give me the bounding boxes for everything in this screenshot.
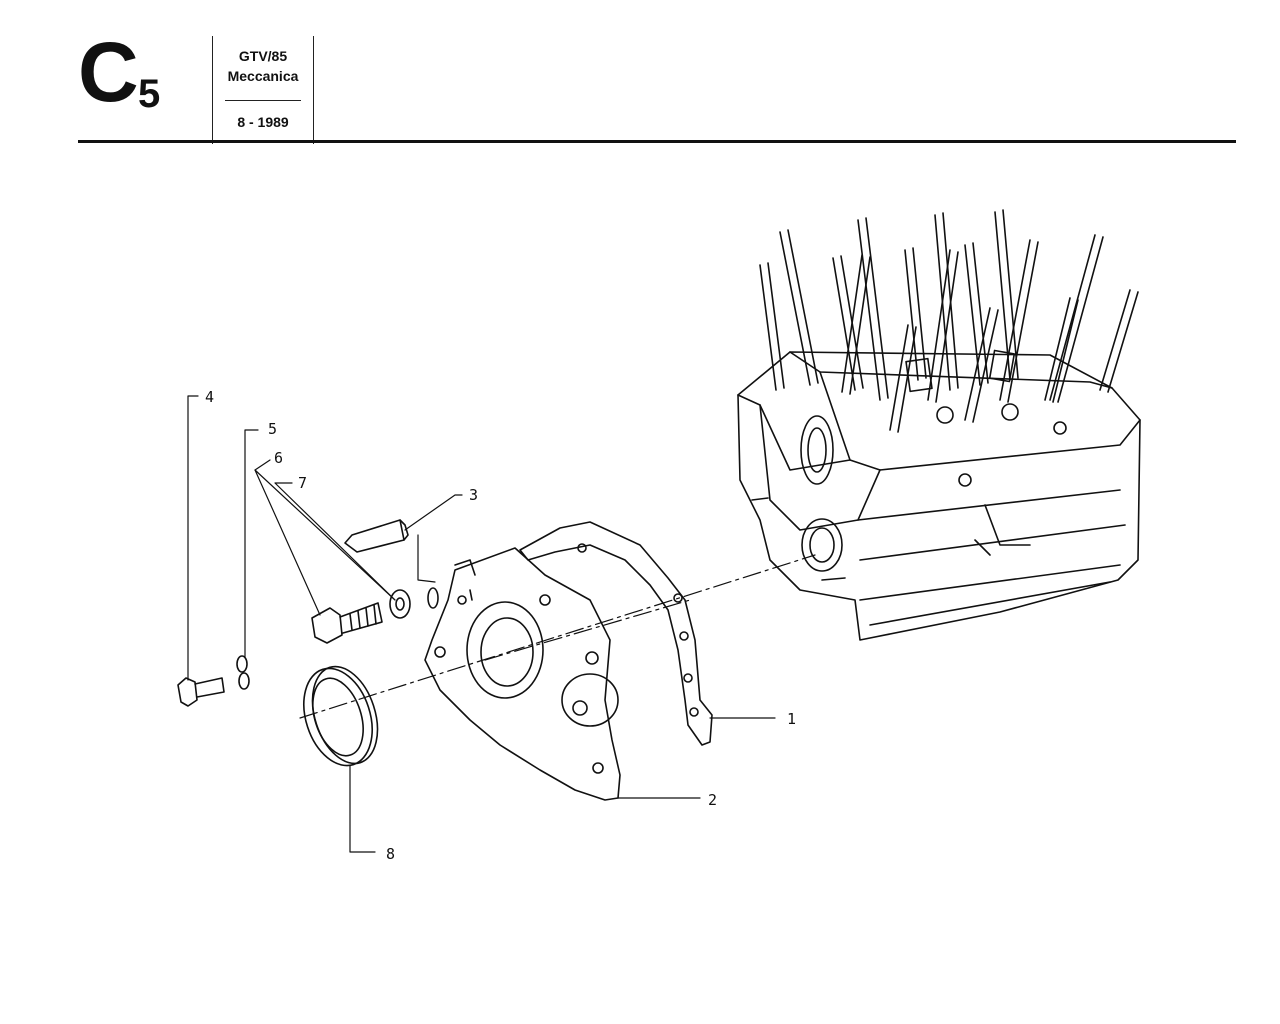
- callout-label-4: 4: [205, 388, 214, 406]
- group-label: Meccanica: [227, 68, 299, 84]
- callout-label-7: 7: [298, 474, 307, 492]
- lock-washer-part-5: [236, 655, 250, 690]
- screw-part-4: [177, 677, 225, 707]
- bolt-part-6: [311, 602, 383, 644]
- title-divider: [225, 100, 301, 101]
- model-label: GTV/85: [238, 48, 288, 64]
- callout-label-2: 2: [708, 791, 717, 809]
- callout-label-8: 8: [386, 845, 395, 863]
- assembly-centerlines: [299, 554, 816, 719]
- callout-label-3: 3: [469, 486, 478, 504]
- date-label: 8 - 1989: [237, 114, 289, 130]
- callout-label-1: 1: [787, 710, 796, 728]
- leader-lines: [187, 395, 776, 853]
- callout-label-5: 5: [268, 420, 277, 438]
- rear-cover-part-2: [424, 547, 621, 801]
- engine-block-drawing: [737, 209, 1141, 641]
- gasket-part-1: [519, 521, 713, 746]
- washer-part-7: [389, 589, 411, 619]
- dowel-pin-part-3: [344, 519, 409, 553]
- header-rule: [78, 140, 1236, 143]
- oil-seal-part-8: [303, 665, 379, 767]
- section-letter: C: [78, 25, 139, 119]
- title-block: GTV/85 Meccanica 8 - 1989: [212, 36, 314, 144]
- spring-washer-part: [427, 587, 439, 609]
- callout-label-6: 6: [274, 449, 283, 467]
- section-number: 5: [138, 72, 161, 116]
